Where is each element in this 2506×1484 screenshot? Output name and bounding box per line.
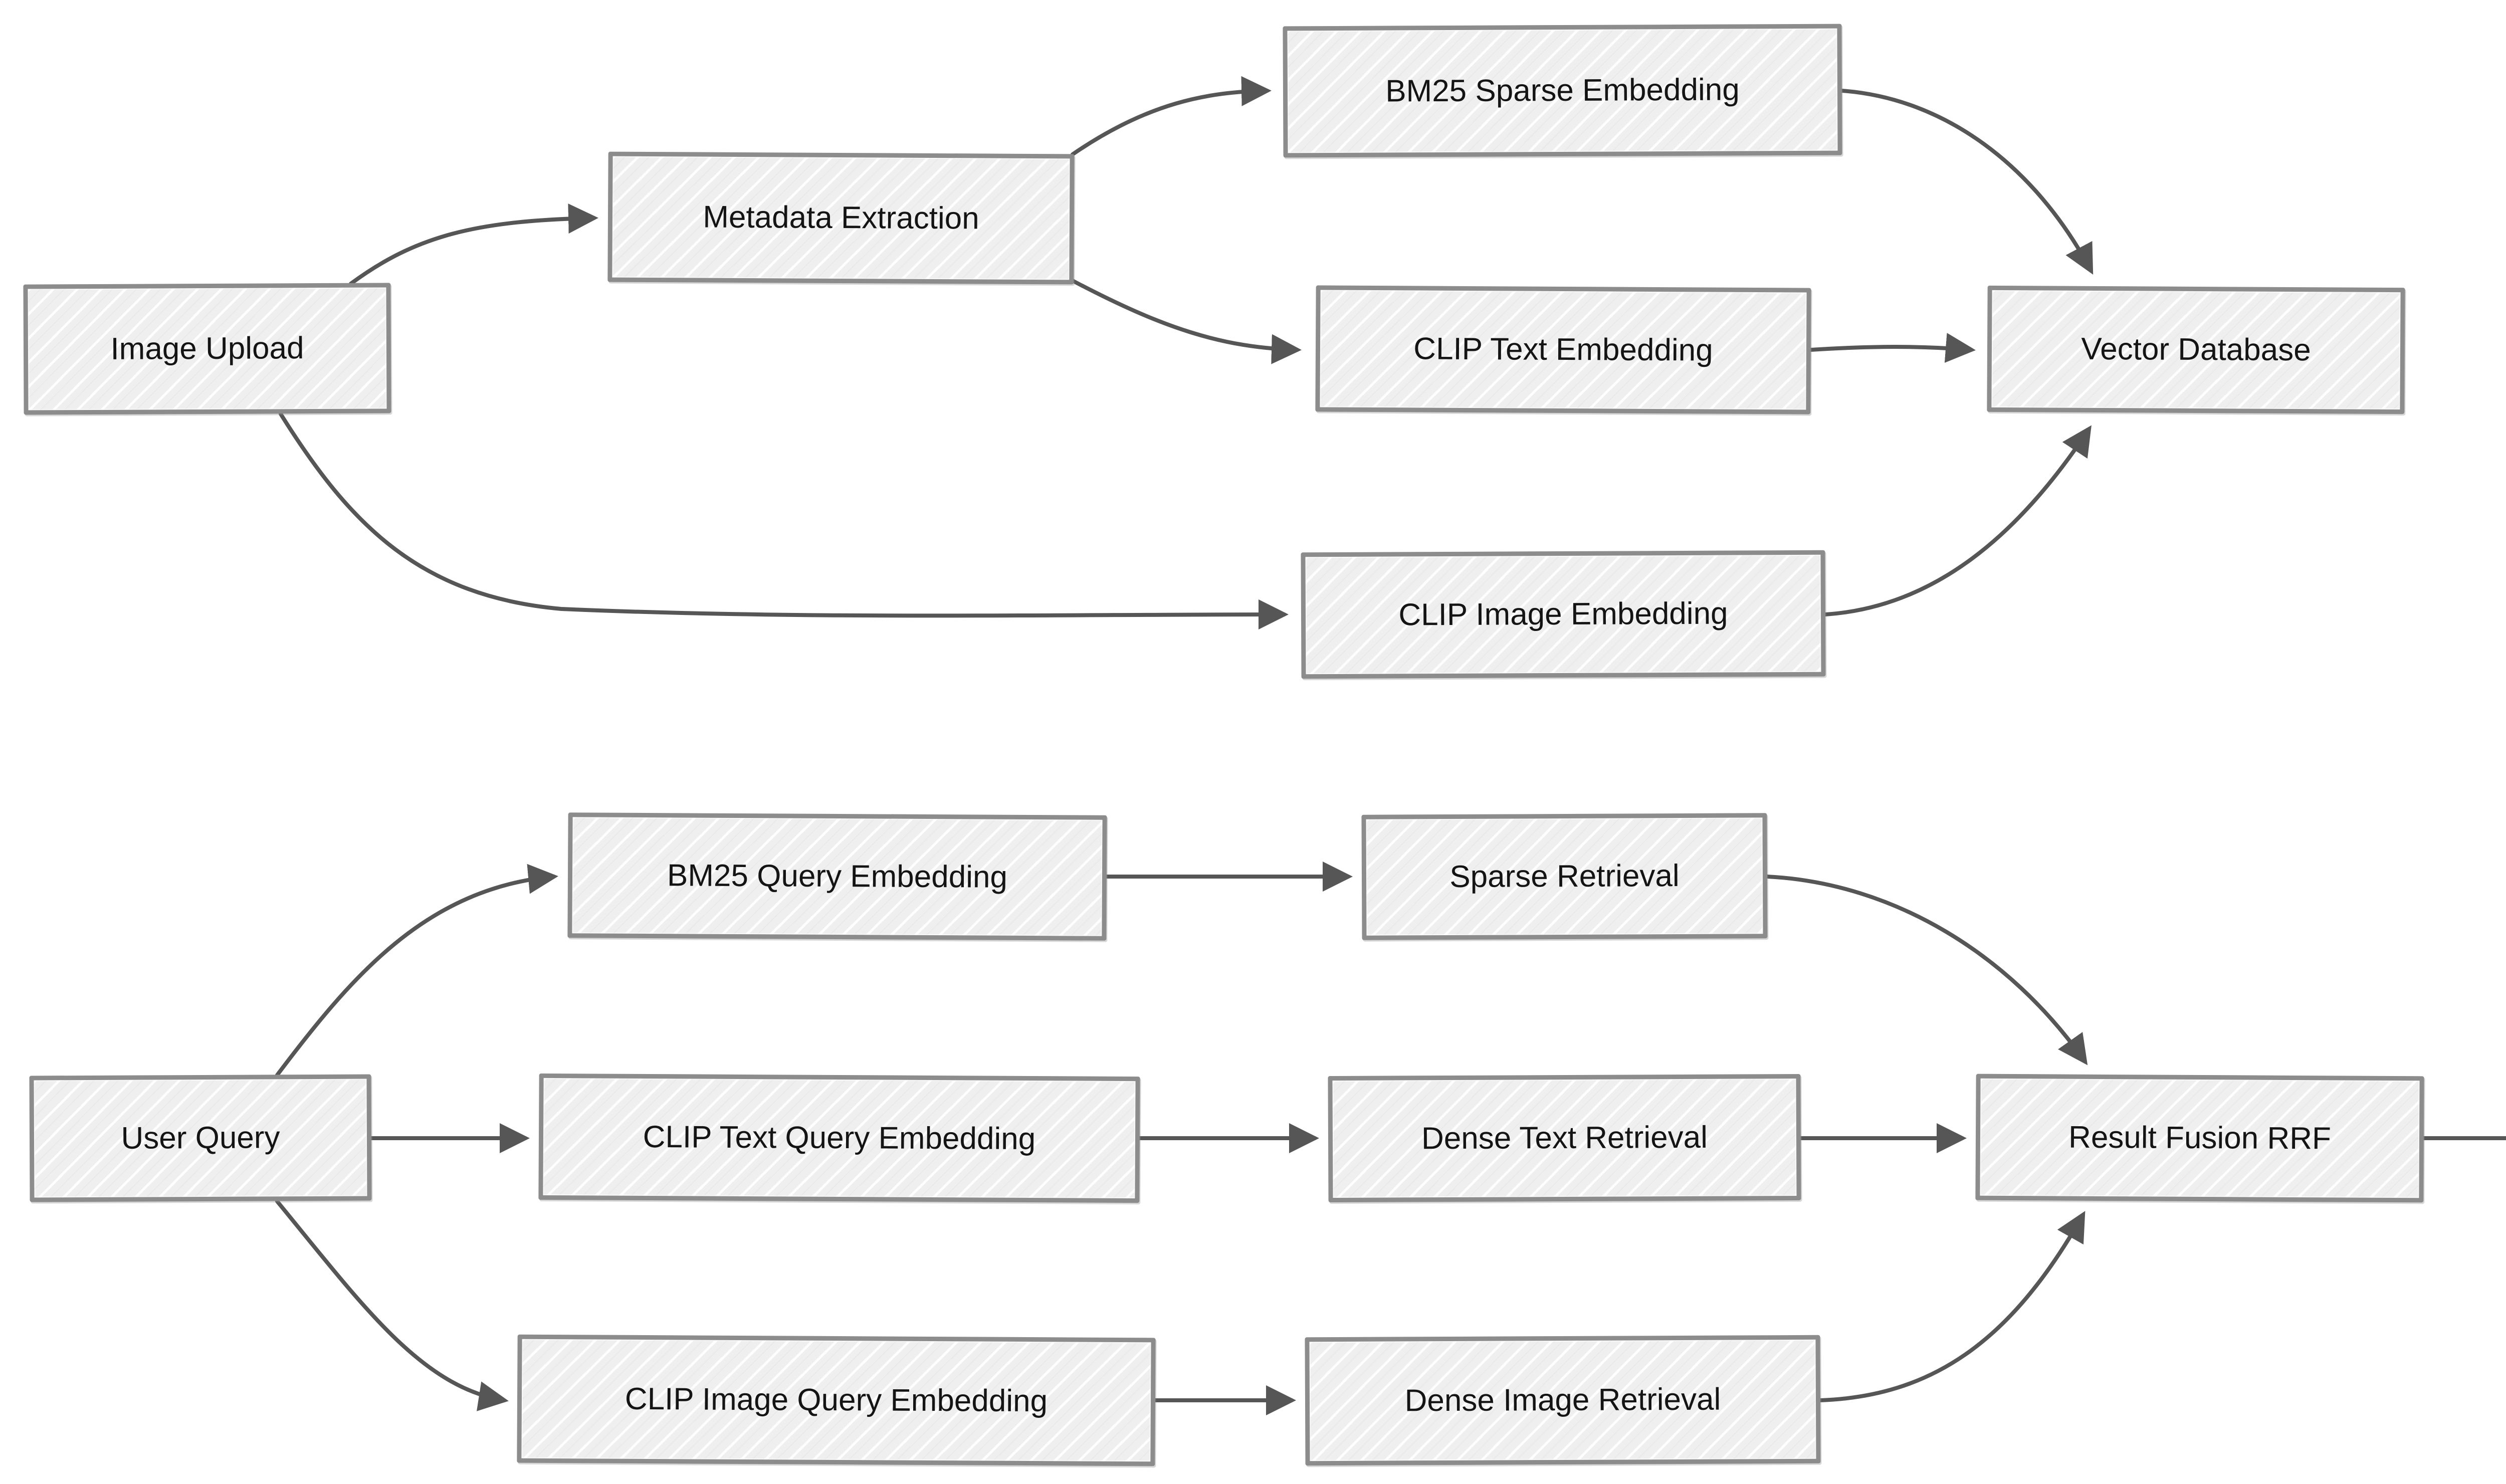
node-label: Result Fusion RRF	[2068, 1120, 2332, 1156]
node-bm25-sparse-embedding: BM25 Sparse Embedding	[1283, 24, 1842, 158]
node-user-query: User Query	[29, 1074, 372, 1202]
node-label: CLIP Text Query Embedding	[643, 1120, 1036, 1157]
node-label: CLIP Image Query Embedding	[624, 1382, 1048, 1419]
node-clip-image-embedding: CLIP Image Embedding	[1301, 550, 1826, 679]
node-label: Image Upload	[110, 331, 304, 367]
node-label: User Query	[121, 1120, 280, 1156]
edge-sparse-retrieval--result-fusion-rrf	[1765, 875, 2088, 1066]
node-label: Vector Database	[2081, 332, 2311, 368]
edge-image-upload--clip-image-embedding	[279, 412, 1289, 630]
node-result-fusion-rrf: Result Fusion RRF	[1975, 1074, 2424, 1203]
node-vector-database: Vector Database	[1987, 285, 2405, 414]
node-label: Metadata Extraction	[703, 199, 979, 236]
node-label: Dense Text Retrieval	[1421, 1120, 1708, 1156]
node-dense-text-retrieval: Dense Text Retrieval	[1328, 1074, 1801, 1203]
edge-user-query--bm25-query-embedding	[275, 864, 558, 1077]
node-clip-text-embedding: CLIP Text Embedding	[1315, 285, 1811, 414]
edge-clip-text-embedding--vector-database	[1809, 333, 1976, 363]
edge-bm25-sparse-embedding--vector-database	[1840, 89, 2094, 275]
edge-user-query--clip-image-query-embedding	[275, 1199, 509, 1411]
node-label: BM25 Sparse Embedding	[1385, 72, 1740, 109]
node-label: CLIP Image Embedding	[1398, 596, 1728, 632]
node-metadata-extraction: Metadata Extraction	[607, 151, 1075, 285]
edge-clip-image-embedding--vector-database	[1823, 425, 2092, 616]
node-image-upload: Image Upload	[23, 283, 391, 415]
node-label: CLIP Text Embedding	[1413, 331, 1713, 368]
edge-metadata-extraction--clip-text-embedding	[1071, 279, 1302, 364]
edge-dense-image-retrieval--result-fusion-rrf	[1818, 1211, 2085, 1402]
node-label: Dense Image Retrieval	[1404, 1382, 1721, 1418]
node-dense-image-retrieval: Dense Image Retrieval	[1305, 1335, 1821, 1466]
node-bm25-query-embedding: BM25 Query Embedding	[567, 812, 1107, 941]
node-clip-image-query-embedding: CLIP Image Query Embedding	[517, 1334, 1156, 1466]
node-label: BM25 Query Embedding	[667, 858, 1008, 895]
node-label: Sparse Retrieval	[1449, 859, 1680, 895]
edge-metadata-extraction--bm25-sparse-embedding	[1071, 76, 1272, 156]
node-sparse-retrieval: Sparse Retrieval	[1361, 813, 1768, 940]
node-clip-text-query-embedding: CLIP Text Query Embedding	[538, 1073, 1140, 1203]
edge-image-upload--metadata-extraction	[349, 203, 598, 286]
